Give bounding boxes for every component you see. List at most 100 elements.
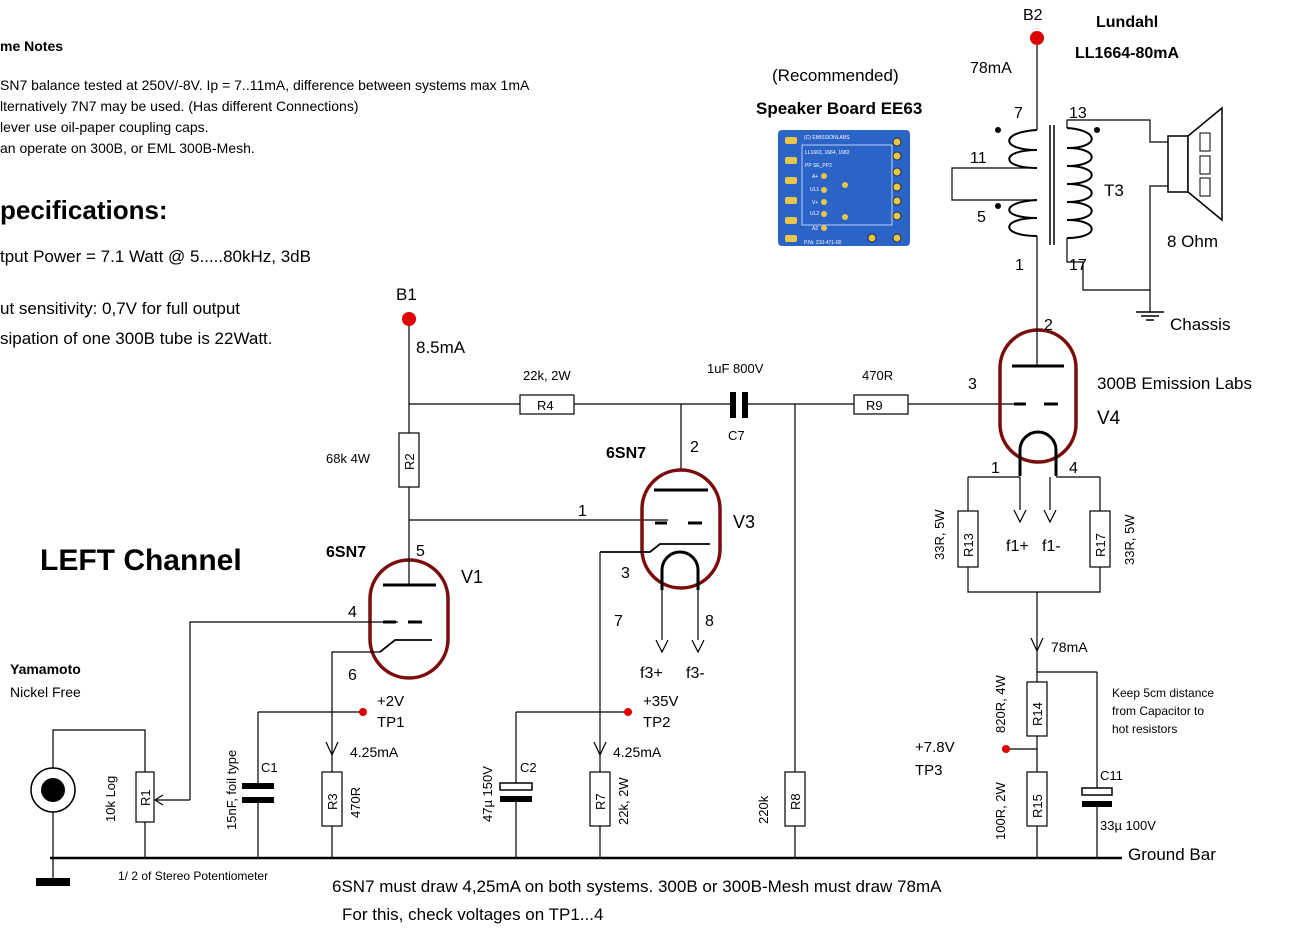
r9-ref: R9 (866, 398, 883, 413)
tp2-label: TP2 (643, 714, 671, 731)
tube-v3 (600, 468, 722, 590)
note-line: lever use oil-paper coupling caps. (0, 119, 209, 135)
t3-pin: 13 (1069, 105, 1087, 122)
resistor-r15: R15 100R, 2W (993, 771, 1048, 840)
speaker-icon (1167, 106, 1223, 222)
r15-ref: R15 (1030, 794, 1045, 818)
v4-pin: 3 (968, 376, 977, 393)
r13-value: 33R, 5W (932, 509, 947, 560)
c1-value: 15nF, foil type (224, 750, 239, 830)
footer-line2: For this, check voltages on TP1...4 (342, 905, 603, 924)
r7-ref: R7 (593, 793, 608, 810)
chassis-ground-icon (1136, 311, 1164, 321)
v4-current-arrow (1030, 637, 1044, 653)
b1-terminal (402, 312, 416, 326)
r9-value: 470R (862, 368, 893, 383)
b2-terminal (1030, 31, 1044, 45)
v3-pin: 1 (578, 503, 587, 520)
board-col-head: PP SE_PP2 (805, 163, 832, 169)
v3-pin: 8 (705, 613, 714, 630)
capacitor-c2 (499, 782, 533, 802)
note-line: lternatively 7N7 may be used. (Has diffe… (0, 98, 358, 114)
v4-current: 78mA (1051, 639, 1088, 655)
t3-pin: 5 (977, 209, 986, 226)
r1-value: 10k Log (103, 776, 118, 822)
v1-pin: 4 (348, 604, 357, 621)
v1-pin: 6 (348, 667, 357, 684)
tp1-dot (359, 708, 367, 716)
c7-value: 1uF 800V (707, 361, 764, 376)
resistor-r2: R2 (398, 432, 420, 488)
r3-ref: R3 (325, 793, 340, 810)
r4-value: 22k, 2W (523, 368, 571, 383)
tp2-current-arrow (593, 741, 607, 757)
board-title: (C) EMISSIONLABS (804, 135, 850, 141)
specs-section: pecifications: tput Power = 7.1 Watt @ 5… (0, 195, 311, 348)
input-jack-icon (30, 767, 76, 813)
v3-ref: V3 (733, 512, 755, 532)
v3-pin: 3 (621, 565, 630, 582)
speaker-impedance: 8 Ohm (1167, 232, 1218, 251)
b1-current: 8.5mA (416, 338, 466, 357)
v1-pin: 5 (416, 543, 425, 560)
c11-ref: C11 (1100, 768, 1123, 783)
spec-line: sipation of one 300B tube is 22Watt. (0, 329, 273, 348)
v1-type: 6SN7 (326, 544, 366, 561)
r15-value: 100R, 2W (993, 781, 1008, 840)
board-pin: A2 (812, 226, 818, 232)
r8-ref: R8 (788, 793, 803, 810)
v4-pin: 4 (1069, 460, 1078, 477)
r17-value: 33R, 5W (1122, 514, 1137, 565)
t3-pin: 7 (1014, 105, 1023, 122)
input-desc: Nickel Free (10, 684, 81, 700)
resistor-r9: R9 (853, 394, 909, 415)
resistor-r14: R14 820R, 4W (993, 674, 1048, 737)
keep-note: Keep 5cm distance (1112, 686, 1214, 700)
wiper-arrow (154, 794, 190, 806)
board-pin: UL1 (810, 187, 819, 193)
v3-f-minus: f3- (686, 665, 705, 682)
f3-arrows (655, 639, 705, 654)
transformer-brand: Lundahl (1096, 14, 1158, 31)
c2-ref: C2 (520, 760, 537, 775)
footer-line1: 6SN7 must draw 4,25mA on both systems. 3… (332, 877, 942, 896)
capacitor-c1 (242, 783, 274, 803)
t3-pin: 1 (1015, 257, 1024, 274)
v4-name: 300B Emission Labs (1097, 374, 1252, 393)
channel-title: LEFT Channel (40, 544, 242, 577)
board-left-label: LL1663, 1664, 1682 (805, 150, 850, 156)
r14-value: 820R, 4W (993, 674, 1008, 733)
resistor-r3: R3 470R (321, 771, 363, 827)
tp1-current-arrow (325, 741, 339, 757)
r17-ref: R17 (1093, 533, 1108, 557)
r7-value: 22k, 2W (616, 777, 631, 825)
t3-pin: 11 (970, 150, 987, 167)
v3-f-plus: f3+ (640, 665, 663, 682)
board-pin: A+ (812, 174, 818, 180)
v4-ref: V4 (1097, 408, 1121, 429)
transformer-t3 (995, 125, 1100, 245)
spec-line: tput Power = 7.1 Watt @ 5.....80kHz, 3dB (0, 247, 311, 266)
f1-arrows (1013, 509, 1057, 524)
ground-symbol (36, 878, 70, 886)
tube-v4 (998, 328, 1078, 476)
c7-ref: C7 (728, 428, 745, 443)
tp2-dot (624, 708, 632, 716)
tp1-label: TP1 (377, 714, 405, 731)
capacitor-c11 (1081, 787, 1113, 807)
b1-label: B1 (396, 285, 417, 304)
tp3-label: TP3 (915, 762, 943, 779)
recommended-label: (Recommended) (772, 66, 899, 85)
t3-ref: T3 (1104, 181, 1124, 200)
ground-bar-label: Ground Bar (1128, 845, 1216, 864)
resistor-r17: R17 33R, 5W (1089, 510, 1137, 568)
b2-current: 78mA (970, 60, 1012, 77)
tp1-current: 4.25mA (350, 744, 399, 760)
chassis-label: Chassis (1170, 315, 1230, 334)
keep-note: from Capacitor to (1112, 704, 1204, 718)
v3-pin: 7 (614, 613, 623, 630)
resistor-r7: R7 22k, 2W (589, 771, 631, 827)
r8-value: 220k (756, 795, 771, 824)
c2-value: 47µ 150V (480, 766, 495, 822)
